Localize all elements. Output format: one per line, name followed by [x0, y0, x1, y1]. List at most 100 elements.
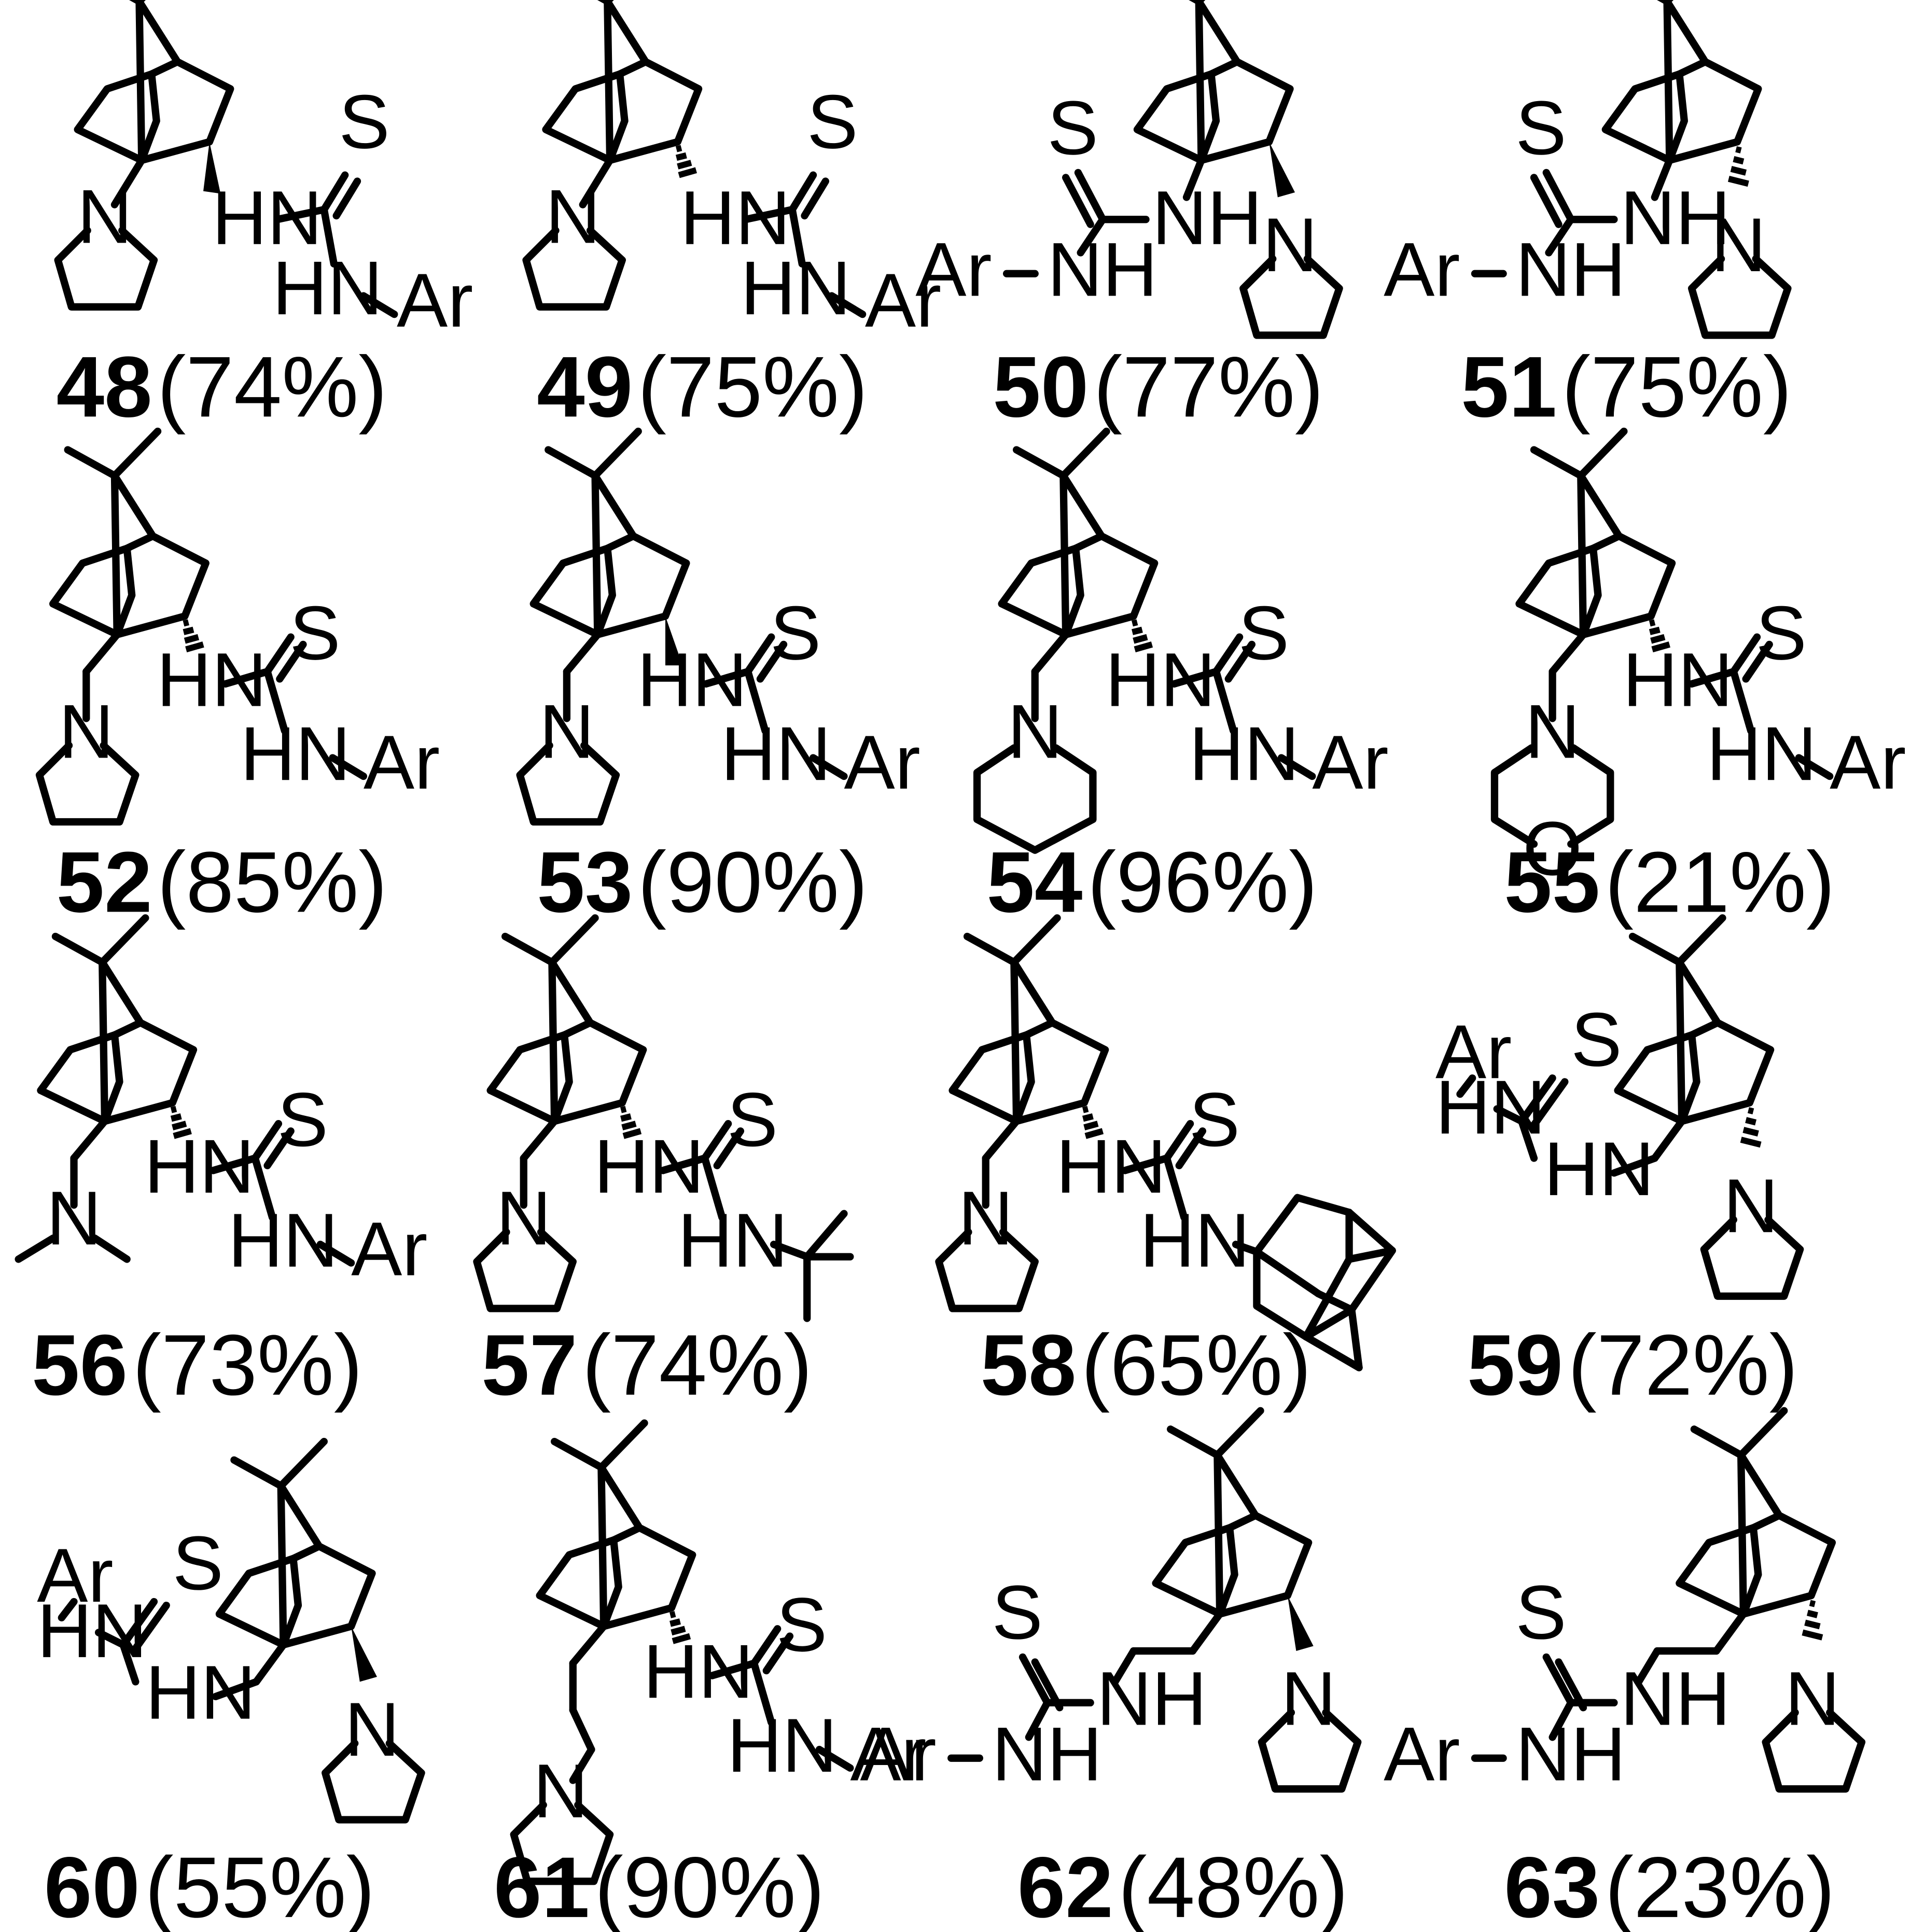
svg-text:N: N	[1723, 1164, 1778, 1249]
svg-text:S: S	[289, 591, 340, 676]
caption-49: 49 (75%)	[537, 339, 868, 435]
svg-text:S: S	[173, 1521, 224, 1606]
compound-51: NH S NH Ar N	[1384, 0, 1788, 335]
compound-52: N HN S HN Ar	[39, 431, 440, 822]
caption-63: 63 (23%)	[1504, 1839, 1835, 1932]
compound-59: HN S HN Ar N	[1435, 918, 1800, 1296]
svg-text:Ar: Ar	[860, 1712, 936, 1797]
caption-56: 56 (73%)	[32, 1317, 362, 1413]
compound-60: HN S HN Ar N	[37, 1441, 421, 1819]
svg-text:HN: HN	[741, 246, 851, 331]
svg-text:S: S	[727, 1077, 778, 1163]
svg-text:HN: HN	[212, 176, 323, 261]
svg-text:HN: HN	[727, 1703, 838, 1788]
caption-50: 50 (77%)	[993, 339, 1323, 435]
svg-text:N: N	[344, 1687, 399, 1772]
svg-text:Ar: Ar	[1435, 1010, 1512, 1095]
compound-57: N HN S HN	[477, 918, 854, 1322]
svg-text:N: N	[1525, 689, 1580, 774]
compound-55: N O HN S HN Ar	[1490, 431, 1906, 891]
compound-48: N HN S HN Ar	[58, 0, 473, 343]
compound-61: N HN S HN Ar	[514, 1423, 927, 1881]
svg-text:HN: HN	[678, 1198, 788, 1283]
caption-54: 54 (96%)	[986, 834, 1317, 930]
svg-text:HN: HN	[1435, 1065, 1546, 1150]
svg-text:N: N	[533, 1749, 588, 1834]
svg-text:NH: NH	[1620, 176, 1731, 261]
caption-52: 52 (85%)	[57, 834, 387, 930]
caption-51: 51 (75%)	[1461, 339, 1792, 435]
svg-text:Ar: Ar	[37, 1533, 113, 1618]
svg-text:S: S	[1571, 997, 1622, 1082]
caption-60: 60 (55%)	[44, 1839, 375, 1932]
svg-text:N: N	[546, 174, 601, 259]
svg-text:HN: HN	[228, 1198, 339, 1283]
caption-57: 57 (74%)	[481, 1317, 812, 1413]
svg-text:Ar: Ar	[1830, 720, 1906, 805]
svg-text:N: N	[496, 1176, 551, 1261]
svg-text:NH: NH	[1152, 176, 1262, 261]
svg-text:N: N	[1711, 203, 1766, 288]
svg-text:S: S	[1048, 86, 1098, 171]
svg-text:S: S	[1238, 591, 1289, 676]
svg-text:Ar: Ar	[364, 720, 440, 805]
caption-61: 61 (90%)	[494, 1839, 825, 1932]
svg-text:N: N	[59, 689, 114, 774]
compound-50: NH S NH Ar N	[915, 0, 1339, 335]
svg-text:N: N	[1262, 203, 1317, 288]
compound-58: N HN S HN	[939, 918, 1396, 1371]
svg-text:O: O	[1523, 806, 1582, 891]
compound-49: N HN S HN Ar	[526, 0, 941, 343]
svg-text:NH: NH	[1515, 1712, 1626, 1797]
svg-text:Ar: Ar	[865, 258, 941, 343]
svg-text:S: S	[770, 591, 821, 676]
caption-53: 53 (90%)	[537, 834, 868, 930]
compound-63: NH S NH Ar N	[1384, 1411, 1862, 1797]
caption-55: 55 (21%)	[1504, 834, 1835, 930]
svg-text:NH: NH	[1048, 228, 1158, 313]
caption-62: 62 (48%)	[1017, 1839, 1348, 1932]
svg-text:N: N	[539, 689, 594, 774]
svg-text:S: S	[776, 1583, 827, 1668]
svg-text:HN: HN	[1140, 1198, 1250, 1283]
svg-text:N: N	[46, 1176, 101, 1261]
svg-text:NH: NH	[992, 1712, 1103, 1797]
caption-48: 48 (74%)	[57, 339, 387, 435]
svg-text:S: S	[1189, 1077, 1240, 1163]
svg-text:Ar: Ar	[1384, 1712, 1460, 1797]
svg-text:HN: HN	[1707, 711, 1817, 796]
svg-text:NH: NH	[1620, 1657, 1731, 1742]
svg-text:N: N	[1785, 1657, 1840, 1742]
svg-text:Ar: Ar	[844, 720, 920, 805]
svg-text:S: S	[277, 1077, 328, 1163]
compound-56: N HN S HN Ar	[15, 918, 427, 1292]
compound-62: NH S NH Ar N	[860, 1411, 1358, 1797]
svg-text:S: S	[1756, 591, 1807, 676]
svg-text:Ar: Ar	[850, 1712, 926, 1797]
caption-58: 58 (65%)	[981, 1317, 1312, 1413]
svg-text:Ar: Ar	[915, 228, 992, 313]
svg-text:HN: HN	[37, 1589, 147, 1674]
svg-text:S: S	[992, 1570, 1043, 1655]
svg-text:N: N	[1008, 689, 1063, 774]
svg-text:S: S	[1515, 86, 1566, 171]
svg-text:NH: NH	[1515, 228, 1626, 313]
caption-59: 59 (72%)	[1467, 1317, 1798, 1413]
svg-text:N: N	[958, 1176, 1013, 1261]
svg-text:HN: HN	[240, 711, 351, 796]
compound-53: N HN S HN Ar	[520, 431, 920, 822]
svg-text:S: S	[807, 79, 858, 164]
svg-text:N: N	[77, 174, 132, 259]
svg-text:NH: NH	[1097, 1657, 1207, 1742]
svg-text:Ar: Ar	[397, 258, 473, 343]
svg-text:HN: HN	[145, 1650, 256, 1735]
svg-text:N: N	[1281, 1657, 1336, 1742]
svg-text:HN: HN	[1544, 1127, 1654, 1212]
svg-text:HN: HN	[721, 711, 831, 796]
svg-text:HN: HN	[1189, 711, 1300, 796]
adamantyl-group	[1253, 1194, 1396, 1371]
svg-text:Ar: Ar	[1312, 720, 1388, 805]
compound-54: N HN S HN Ar	[973, 431, 1389, 854]
svg-text:S: S	[1515, 1570, 1566, 1655]
